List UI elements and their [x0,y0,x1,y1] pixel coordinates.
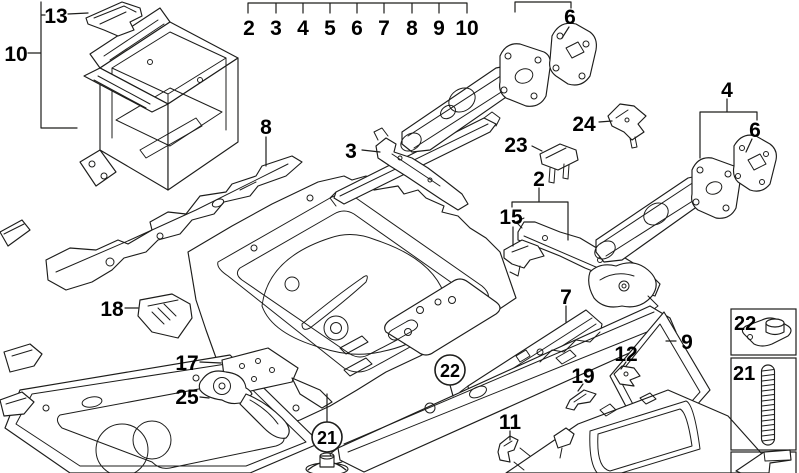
circled-callout-21: 21 [311,421,343,453]
part-battery-box [79,7,239,191]
callout-17: 17 [175,352,198,375]
fastener-box-21 [730,357,797,451]
callout-6-left: 6 [564,6,576,29]
part-bracket-19 [565,389,597,411]
legend-item-8: 8 [406,17,418,40]
callout-4: 4 [721,79,733,102]
callout-9: 9 [681,331,693,354]
legend-bracket [247,2,468,14]
callout-18: 18 [100,298,124,321]
callout-2: 2 [533,168,545,191]
callout-6-right: 6 [749,119,761,142]
callout-25: 25 [175,386,199,409]
part-edge-clip-b [0,391,35,417]
boxed-label-21: 21 [733,363,755,385]
bracket-10-13 [27,1,78,129]
callout-10: 10 [4,43,27,66]
callout-labels: 13 10 2 3 4 5 6 7 8 9 10 6 4 6 24 23 3 2… [4,5,761,434]
boxed-label-22: 22 [734,313,756,335]
callout-15: 15 [499,206,523,229]
callout-19: 19 [571,365,594,388]
legend-item-4: 4 [297,17,309,40]
part-edge-wedge [0,219,31,247]
part-crash-bar-left [400,43,551,153]
leader-13 [67,12,89,15]
fastener-box-direction-arrow [730,449,797,473]
circled-label-21: 21 [317,428,337,448]
part-bracket-18 [137,293,193,339]
leader-22-circle [449,384,454,397]
part-wheelhouse-panel [505,389,763,473]
part-bracket-13 [85,1,143,37]
part-clamp-24 [607,103,647,149]
leader-17 [199,361,222,364]
part-support-plate-6-left [549,22,597,86]
legend-item-7: 7 [378,17,390,40]
callout-8: 8 [260,116,272,139]
part-rail-8 [45,155,303,291]
bracket-6-left [514,1,572,39]
bracket-2 [511,187,569,241]
callout-23: 23 [504,134,527,157]
leader-12 [620,361,627,370]
legend-item-3: 3 [270,17,282,40]
part-crash-bar-right [588,157,741,313]
leader-3 [361,149,381,153]
bracket-4-right [699,98,758,159]
callout-13: 13 [44,5,67,28]
part-edge-clip-a [3,343,43,373]
legend-item-10: 10 [455,17,478,40]
callout-24: 24 [572,113,596,136]
legend-item-6: 6 [351,17,363,40]
legend-item-2: 2 [243,17,255,40]
part-clip-11 [497,435,519,463]
legend-item-5: 5 [324,17,336,40]
part-clip-12 [613,365,641,387]
part-bracket-23 [539,143,579,184]
legend-item-9: 9 [433,17,445,40]
callout-12: 12 [614,343,637,366]
part-bracket-15 [503,239,545,277]
leader-23 [531,145,543,152]
callout-11: 11 [499,411,522,434]
part-support-plate-6-right [732,134,777,192]
circled-callout-22: 22 [434,354,466,386]
callout-3: 3 [345,140,357,163]
fastener-box-22 [730,308,797,356]
part-bracket-3 [373,127,469,211]
leader-24 [598,120,613,123]
circled-label-22: 22 [440,361,460,381]
part-bolt-21 [305,452,349,473]
leader-19 [577,383,584,392]
part-bracket-25 [198,370,290,439]
leader-lines [27,1,758,441]
leader-25 [199,396,210,399]
callout-7: 7 [560,286,572,309]
part-clip-top-wheelhouse [553,427,575,459]
